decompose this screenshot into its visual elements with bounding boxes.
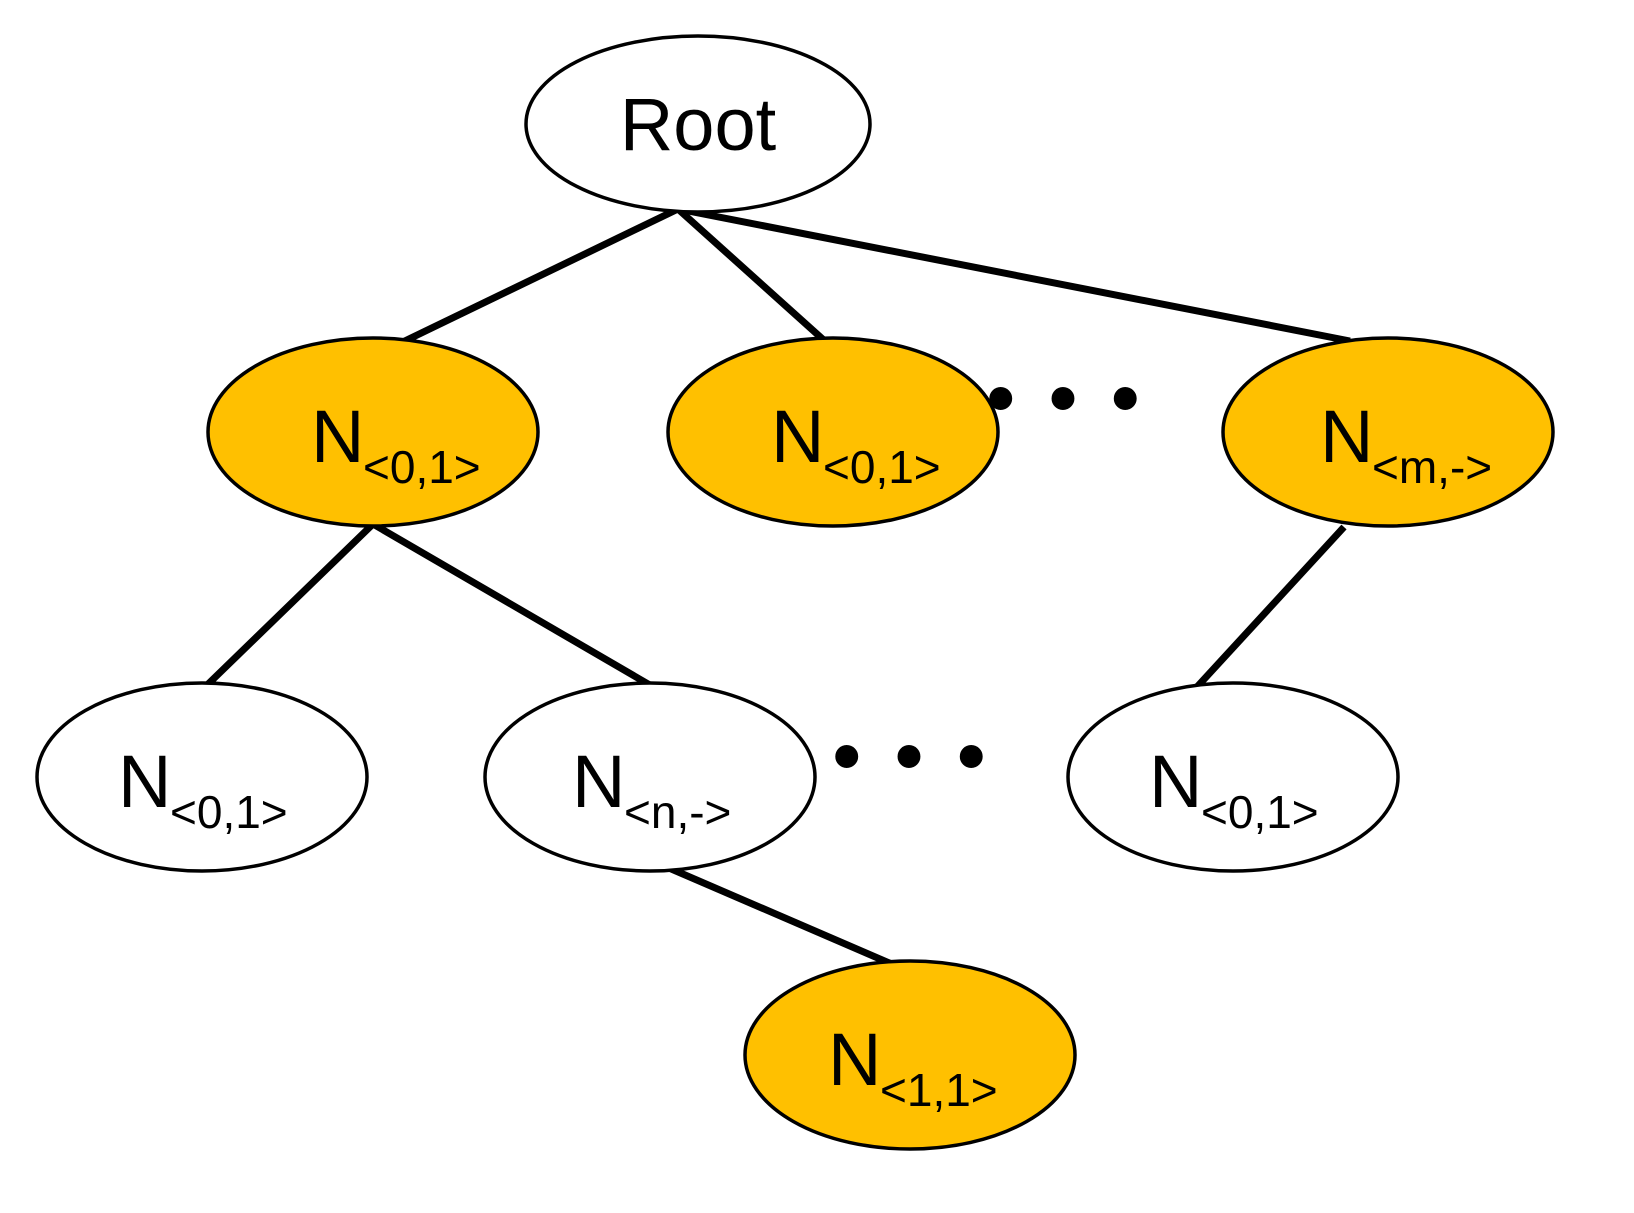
node-nn-level2-middle[interactable]: N <n,-> [483,681,817,873]
node-nn-level2-middle-subscript: <n,-> [624,786,731,838]
node-n01-level1-left-label: N [311,395,364,478]
node-n11-level3-label: N [828,1018,881,1101]
node-n01-level2-right-label: N [1149,740,1202,823]
node-nm-level1-right-ellipse[interactable] [1221,336,1555,528]
edge-n01-to-n01-child-left [200,521,376,692]
node-n01-level2-left-label: N [118,740,171,823]
node-n01-level1-middle-subscript: <0,1> [823,441,941,493]
node-nm-level1-right[interactable]: N <m,-> [1221,336,1555,528]
node-n01-level1-left-subscript: <0,1> [363,441,481,493]
node-nn-level2-middle-label: N [572,740,625,823]
node-n01-level2-left-ellipse[interactable] [35,681,369,873]
edge-nm-to-n01-child-right [1193,524,1347,691]
node-nm-level1-right-label: N [1320,395,1373,478]
node-n01-level1-middle[interactable]: N <0,1> [666,336,1000,528]
node-root-label: Root [620,83,777,166]
node-root[interactable]: Root [524,34,872,214]
ellipsis-level2-icon: • • • [833,711,991,800]
node-n01-level1-middle-ellipse[interactable] [666,336,1000,528]
ellipsis-level1-icon: • • • [987,353,1145,442]
node-n01-level1-left[interactable]: N <0,1> [206,336,540,528]
ellipsis-group: • • • • • • [833,353,1145,800]
node-n01-level2-left[interactable]: N <0,1> [35,681,369,873]
node-n01-level1-left-ellipse[interactable] [206,336,540,528]
node-nm-level1-right-subscript: <m,-> [1372,441,1492,493]
edge-n01-to-nn-child [371,520,657,692]
node-root-ellipse[interactable] [524,34,872,214]
node-nn-level2-middle-ellipse[interactable] [483,681,817,873]
node-n11-level3-subscript: <1,1> [880,1064,998,1116]
edge-root-to-nm-right [677,205,1351,345]
edge-group [200,205,1351,994]
node-n11-level3-ellipse[interactable] [743,959,1077,1151]
edge-root-to-n01-middle [675,206,830,346]
node-n01-level1-middle-label: N [771,395,824,478]
node-n01-level2-right-ellipse[interactable] [1066,681,1400,873]
node-n01-level2-left-subscript: <0,1> [170,786,288,838]
node-n01-level2-right-subscript: <0,1> [1201,786,1319,838]
edge-root-to-n01-left [378,205,680,357]
node-n11-level3[interactable]: N <1,1> [743,959,1077,1151]
node-n01-level2-right[interactable]: N <0,1> [1066,681,1400,873]
node-group: Root N <0,1> N <0,1> N <m,-> N <0,1> [35,34,1555,1151]
